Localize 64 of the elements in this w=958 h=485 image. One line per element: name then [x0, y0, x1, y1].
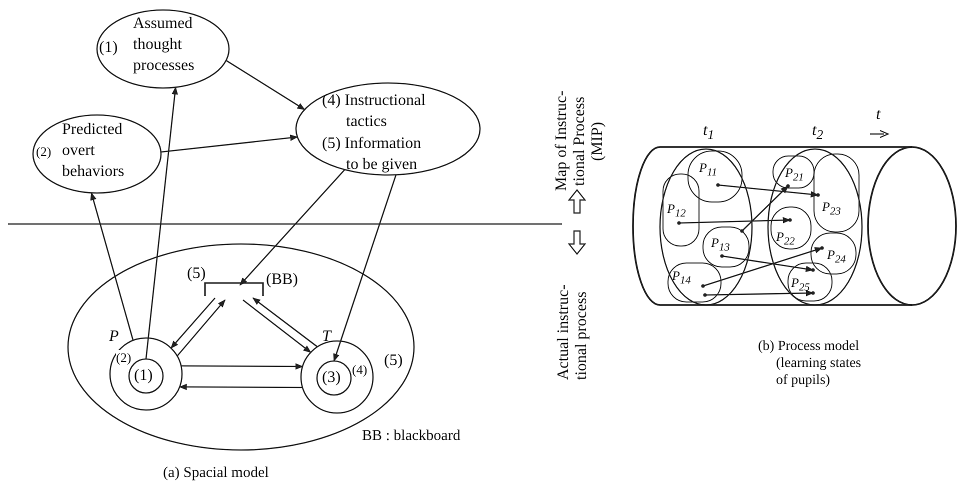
node-text: (5) Information to be given — [322, 134, 422, 175]
arrow — [252, 297, 318, 348]
state-region — [662, 173, 700, 247]
ellipse-node — [295, 82, 481, 176]
arrow — [145, 86, 178, 360]
arrow — [160, 134, 298, 153]
step-number: (2) — [116, 350, 132, 365]
panel-caption: (b) Process model (learning states of pupils) — [758, 338, 862, 389]
circle-node — [129, 359, 163, 393]
arrow — [678, 217, 791, 224]
region-label: P$_{21}$ — [785, 165, 804, 186]
step-number: (1) — [134, 366, 153, 386]
step-number: (1) — [99, 38, 118, 58]
arrow — [226, 60, 306, 110]
state-region — [667, 262, 722, 303]
arrow — [333, 174, 397, 362]
arrow — [239, 169, 346, 286]
axis-label: Actual instruc- tional process — [555, 283, 591, 380]
arrow — [742, 185, 789, 232]
state-region — [810, 232, 857, 275]
step-number: (5) — [384, 351, 403, 371]
bracket-label: (BB) — [266, 270, 298, 290]
region-label: t$_{1}$ — [703, 121, 714, 144]
panel-caption: (a) Spacial model — [163, 464, 269, 482]
region-label: t$_{2}$ — [812, 121, 824, 144]
state-region — [787, 262, 833, 302]
arrow — [181, 363, 304, 370]
step-number: (2) — [36, 144, 52, 159]
region-label: P$_{25}$ — [791, 275, 810, 296]
region-label: P$_{24}$ — [827, 247, 846, 268]
step-number: (5) — [187, 264, 206, 284]
circle-node — [317, 361, 351, 395]
ellipse-node — [96, 9, 230, 91]
step-number: (4) — [352, 362, 368, 377]
arrow — [704, 290, 814, 296]
step-number: (3) — [322, 368, 341, 388]
ellipse-node — [32, 114, 163, 194]
state-region — [702, 226, 750, 268]
region-label: P$_{12}$ — [667, 201, 686, 222]
region-label: P$_{23}$ — [822, 199, 841, 220]
node-text: Predicted overt behaviors — [62, 120, 126, 182]
node-text: Assumed thought processes — [133, 14, 196, 76]
region-label: P$_{22}$ — [776, 229, 795, 250]
arrow — [170, 298, 216, 349]
legend-note: BB : blackboard — [362, 427, 460, 445]
region-label: P$_{13}$ — [711, 235, 730, 256]
time-label: t — [876, 106, 880, 124]
circle-letter: P — [109, 327, 119, 347]
arrow — [178, 384, 303, 390]
circle-letter: T — [322, 327, 331, 347]
arrow — [90, 192, 134, 341]
region-label: P$_{14}$ — [672, 268, 691, 289]
state-region — [772, 155, 815, 189]
axis-label: Map of Instruc- tional Process (MIP) — [553, 90, 607, 194]
node-text: (4) Instructional tactics — [322, 91, 427, 132]
arrow — [242, 299, 312, 353]
arrow — [176, 299, 226, 356]
arrow — [718, 184, 819, 198]
state-region — [770, 206, 812, 250]
arrow — [722, 255, 814, 272]
arrow — [702, 247, 823, 287]
region-label: P$_{11}$ — [699, 160, 717, 181]
state-region — [813, 153, 860, 233]
state-region — [687, 150, 743, 203]
